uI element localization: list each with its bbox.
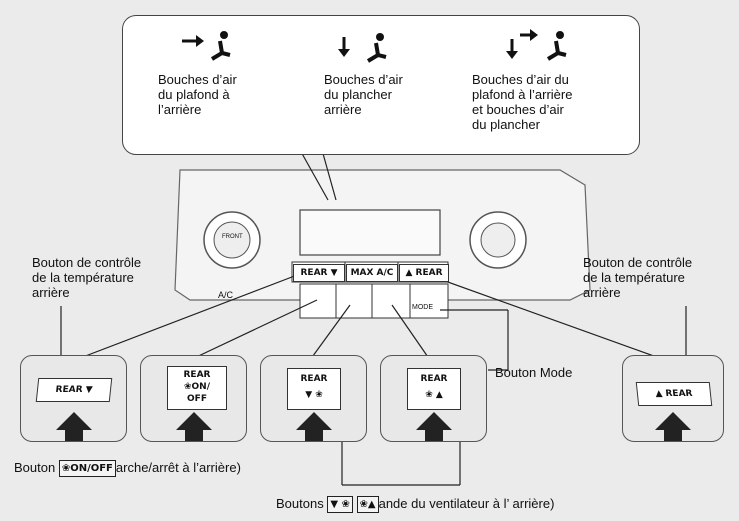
panel-rear-fan-down: REAR ▼ ❀ [260,355,367,442]
panel-rear-temp-up: ▲ REAR [622,355,724,442]
mode-button-label: Bouton Mode [495,365,573,380]
press-arrow-stem [185,430,203,441]
rear-onoff-button[interactable]: REAR ❀ON/ OFF [167,366,227,410]
press-arrow-stem [664,430,682,441]
press-arrow-icon [176,412,212,430]
rear-fan-down-button[interactable]: REAR ▼ ❀ [287,368,341,410]
fan-up-icon: ❀▲ [356,496,379,514]
left-dial-inner [213,221,251,259]
floor-vent-label: Bouches d’air du plancher arrière [324,72,403,117]
console-max-ac-button[interactable]: MAX A/C [346,264,398,282]
press-arrow-stem [65,430,83,441]
press-arrow-icon [416,412,452,430]
callout-lines [60,149,687,486]
console-mode-label: MODE [412,304,433,311]
console-rear-temp-down-button[interactable]: REAR ▼ [293,264,345,282]
ceiling-vent-icon [182,31,231,61]
panel-rear-onoff: REAR ❀ON/ OFF [140,355,247,442]
right-dial-inner [480,222,516,258]
onoff-caption-prefix: Bouton [14,460,56,475]
fan-caption-suffix: ande du ventilateur à l’ arrière) [378,496,555,511]
console-display [299,209,441,256]
console-front-label: FRONT [222,234,243,240]
console-bottom-strip [299,283,449,319]
rear-onoff-icon: ❀ON/OFF [58,460,116,478]
rear-temp-up-button[interactable]: ▲ REAR [635,382,713,406]
rear-fan-up-button[interactable]: REAR ❀ ▲ [407,368,461,410]
onoff-caption-suffix: arche/arrêt à l’arrière) [115,460,241,475]
floor-vent-icon [338,33,387,63]
press-arrow-icon [56,412,92,430]
console-ac-label: A/C [218,290,234,300]
ceiling-vent-label: Bouches d’air du plafond à l’arrière [158,72,237,117]
panel-rear-fan-up: REAR ❀ ▲ [380,355,487,442]
press-arrow-stem [425,430,443,441]
rear-temp-label-right: Bouton de contrôle de la température arr… [583,255,693,300]
rear-temp-down-button[interactable]: REAR ▼ [35,378,113,402]
ceiling-floor-vent-icon [506,29,567,61]
press-arrow-icon [296,412,332,430]
fan-buttons-caption: Boutons ▼ ❀ ❀▲ande du ventilateur à l’ a… [276,496,555,514]
ceiling-floor-vent-label: Bouches d’air du plafond à l’arrière et … [472,72,573,132]
panel-rear-temp-down: REAR ▼ [20,355,127,442]
fan-down-icon: ▼ ❀ [327,496,353,514]
press-arrow-icon [655,412,691,430]
rear-temp-label-left: Bouton de contrôle de la température arr… [32,255,142,300]
fan-caption-prefix: Boutons [276,496,324,511]
press-arrow-stem [305,430,323,441]
console-rear-temp-up-button[interactable]: ▲ REAR [399,264,449,282]
